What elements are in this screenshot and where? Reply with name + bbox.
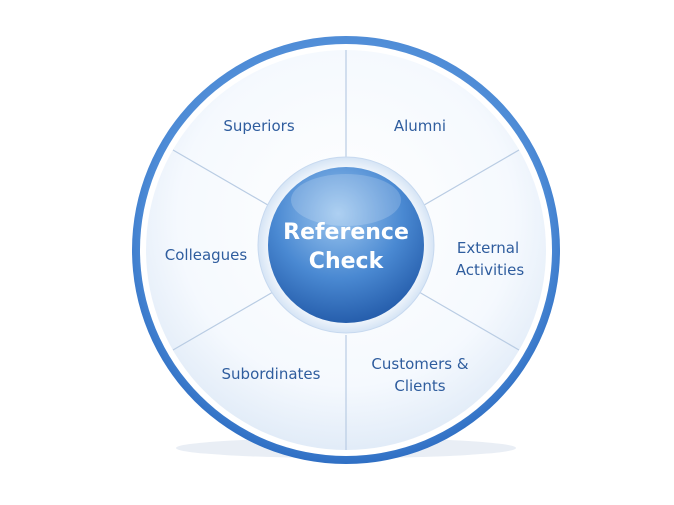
segment-dividers xyxy=(172,50,520,450)
segment-label-subordinates: Subordinates xyxy=(222,365,321,383)
segment-label-customers-line2: Clients xyxy=(394,377,445,395)
center-title-line1: Reference xyxy=(283,220,409,245)
segment-label-superiors: Superiors xyxy=(223,117,294,135)
segment-subordinates: Subordinates xyxy=(222,365,321,383)
divider-lower-left xyxy=(172,291,274,351)
segment-label-alumni: Alumni xyxy=(394,117,446,135)
divider-upper-right xyxy=(418,149,520,209)
divider-upper-left xyxy=(172,149,274,209)
segment-customers-clients: Customers & Clients xyxy=(371,355,468,395)
segment-external-activities: External Activities xyxy=(456,239,525,279)
segment-label-colleagues: Colleagues xyxy=(165,246,248,264)
segment-label-external-line2: Activities xyxy=(456,261,525,279)
segment-alumni: Alumni xyxy=(394,117,446,135)
segment-label-external-line1: External xyxy=(457,239,519,257)
segment-label-customers-line1: Customers & xyxy=(371,355,468,373)
divider-lower-right xyxy=(418,291,520,351)
segment-colleagues: Colleagues xyxy=(165,246,248,264)
center-title-line2: Check xyxy=(309,249,385,274)
segment-superiors: Superiors xyxy=(223,117,294,135)
hub xyxy=(268,167,424,323)
hub-highlight xyxy=(291,174,401,226)
